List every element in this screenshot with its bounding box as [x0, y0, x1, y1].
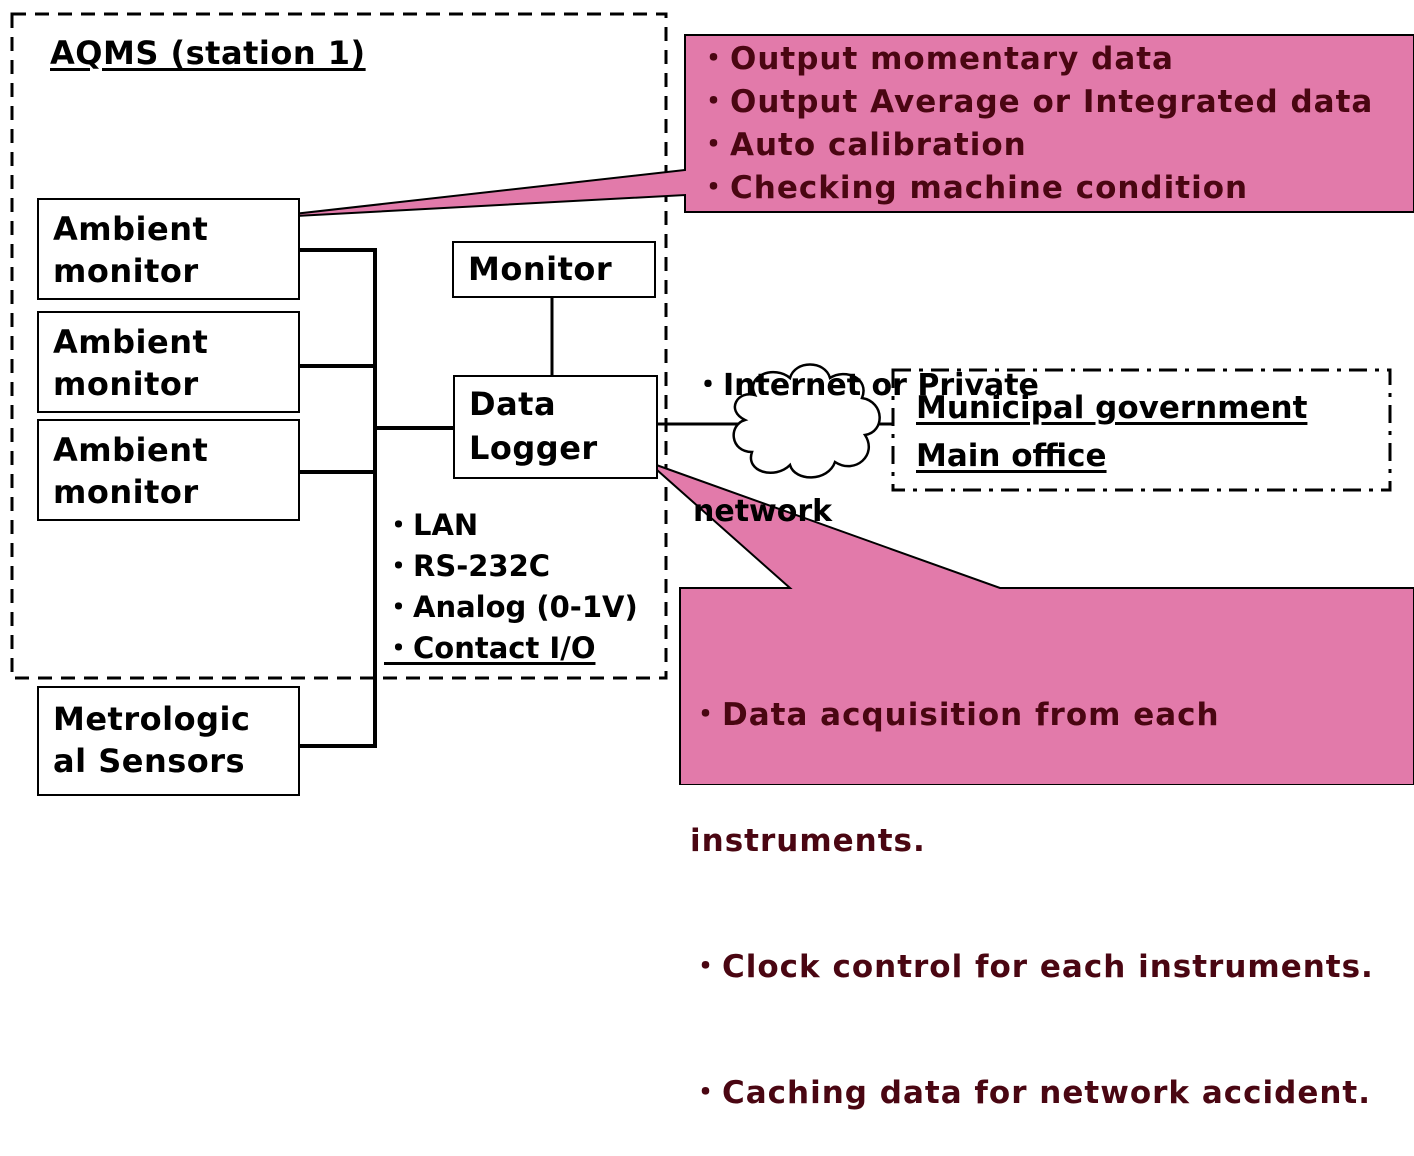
station-title: AQMS (station 1)	[50, 34, 366, 72]
diagram-lines	[10, 12, 1414, 785]
interface-item: ・Analog (0-1V)	[384, 590, 638, 624]
callout-item: ・Output momentary data	[698, 41, 1174, 77]
callout-item: instruments.	[690, 823, 926, 859]
network-label-line-2: network	[693, 494, 833, 529]
callout-item: ・Checking machine condition	[698, 170, 1249, 206]
office-label: Municipal government Main office	[916, 384, 1307, 480]
monitor-box: Monitor	[452, 241, 656, 298]
ambient-monitor-box: Ambient monitor	[37, 419, 300, 521]
logger-callout-text: ・Data acquisition from each instruments.…	[690, 610, 1374, 1156]
callout-item: ・Caching data for network accident.	[690, 1075, 1372, 1111]
callout-item: ・Data acquisition from each	[690, 697, 1220, 733]
cloud-icon	[732, 363, 881, 479]
interface-list: ・LAN ・RS-232C ・Analog (0-1V) ・Contact I/…	[384, 505, 638, 669]
interface-item: ・RS-232C	[384, 549, 551, 583]
sensors-label-1: Metrologic	[53, 700, 251, 738]
monitor-callout-text: ・Output momentary data ・Output Average o…	[698, 38, 1373, 210]
metrological-sensors-box: Metrologic al Sensors	[37, 686, 300, 796]
monitor-callout-shape	[257, 34, 1414, 219]
network-label-line-1: ・Internet or Private	[693, 368, 1039, 403]
ambient-monitor-box: Ambient monitor	[37, 198, 300, 300]
sensors-label-2: al Sensors	[53, 742, 246, 780]
monitor-label: Monitor	[468, 250, 613, 288]
callout-item: ・Clock control for each instruments.	[690, 949, 1374, 985]
office-boundary	[891, 368, 1392, 492]
office-label-line-1: Municipal government	[916, 390, 1308, 426]
ambient-monitor-label-2: monitor	[53, 365, 199, 403]
interface-item: ・LAN	[384, 508, 479, 542]
office-label-line-2: Main office	[916, 438, 1107, 474]
data-logger-label-1: Data	[469, 385, 557, 423]
data-logger-box: Data Logger	[453, 375, 658, 479]
callout-item: ・Auto calibration	[698, 127, 1027, 163]
ambient-monitor-box: Ambient monitor	[37, 311, 300, 413]
callout-item: ・Output Average or Integrated data	[698, 84, 1374, 120]
station-boundary	[10, 12, 668, 680]
ambient-monitor-label-1: Ambient	[53, 210, 209, 248]
ambient-monitor-label-1: Ambient	[53, 323, 209, 361]
ambient-monitor-label-1: Ambient	[53, 431, 209, 469]
ambient-monitor-label-2: monitor	[53, 252, 199, 290]
logger-callout-shape	[647, 461, 1414, 785]
ambient-monitor-label-2: monitor	[53, 473, 199, 511]
network-label: ・Internet or Private network	[693, 281, 1039, 575]
interface-item: ・Contact I/O	[384, 631, 596, 665]
data-logger-label-2: Logger	[469, 429, 598, 467]
